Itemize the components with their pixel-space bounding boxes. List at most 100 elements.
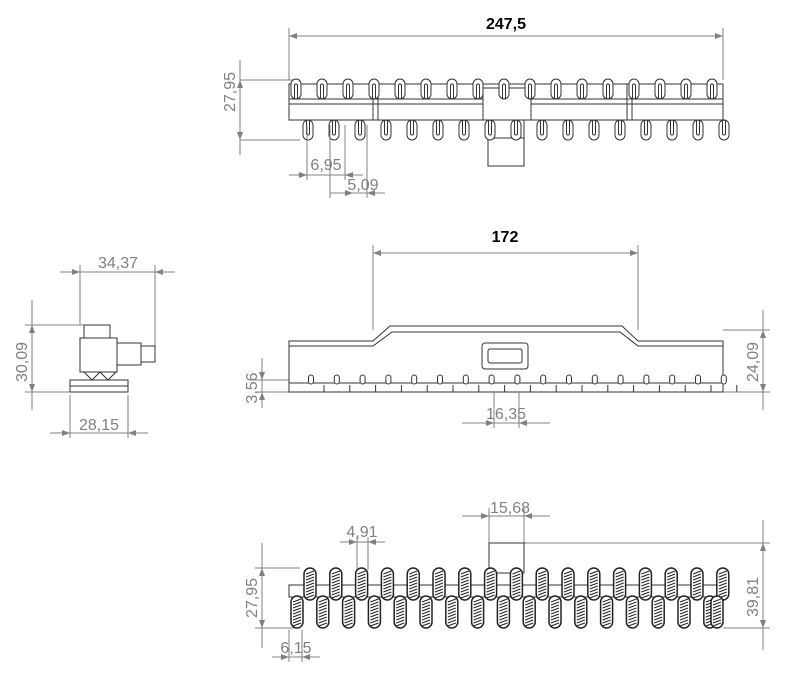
dim-offset: 6,15 (272, 630, 320, 662)
bristle-tuft (612, 567, 627, 601)
tooth (695, 374, 701, 385)
tooth (316, 78, 328, 100)
tooth (720, 374, 727, 385)
tooth (524, 78, 536, 100)
tooth (718, 119, 730, 141)
bristle-tuft (432, 567, 446, 601)
bristle-tuft (354, 567, 369, 601)
tooth (302, 119, 314, 141)
side-length-label: 172 (492, 229, 519, 246)
end-height-label: 30,09 (14, 342, 31, 382)
tooth (446, 78, 458, 100)
tooth (706, 78, 718, 100)
tooth (488, 374, 495, 385)
nozzle-width-label: 15,68 (490, 500, 530, 517)
bristle-tuft (483, 567, 498, 601)
tooth (692, 119, 704, 141)
tooth (333, 374, 340, 385)
side-height-label: 24,09 (745, 342, 762, 382)
side-teeth (308, 374, 738, 392)
tooth (368, 78, 380, 100)
overall-length-label: 247,5 (486, 16, 526, 33)
tooth (654, 78, 666, 100)
bristle-tuft (574, 595, 588, 629)
bristle-tuft (535, 567, 549, 601)
dim-end-length: 34,37 (60, 255, 175, 350)
bristle-tuft (380, 567, 395, 601)
tooth (643, 374, 650, 385)
tooth (540, 374, 547, 385)
tooth (514, 374, 521, 385)
tooth (666, 119, 678, 141)
top-teeth (290, 78, 730, 141)
tooth (614, 119, 626, 141)
dim-bristle-width: 4,91 (340, 524, 385, 570)
bristle-tuft (664, 567, 678, 601)
bristle-tuft (290, 595, 304, 629)
bristle-tuft (548, 595, 562, 629)
pitch-label: 6,95 (310, 157, 341, 174)
tooth (458, 119, 470, 141)
tooth (550, 78, 562, 100)
tooth (566, 374, 572, 385)
tooth (462, 374, 469, 385)
tooth (420, 78, 432, 100)
tooth (562, 119, 574, 141)
side-view: 172 24,09 3,56 (244, 229, 770, 428)
slot-width-label: 16,35 (486, 406, 526, 423)
tooth (669, 374, 676, 385)
dim-side-length: 172 (372, 229, 639, 330)
tooth (308, 374, 314, 385)
tooth (380, 119, 392, 141)
bottom-width-label: 27,95 (244, 578, 261, 618)
dim-nozzle-width: 15,68 (462, 500, 550, 545)
bristle-tuft (690, 567, 704, 601)
end-base-label: 28,15 (79, 417, 119, 434)
dim-pitch: 6,95 (289, 125, 363, 180)
tooth (510, 119, 522, 141)
tooth (385, 374, 392, 385)
bristle-tuft (496, 595, 511, 629)
bristle-tuft (716, 567, 730, 601)
bristle-tuft (522, 595, 536, 629)
bristle-tuft (329, 567, 343, 601)
bristle-tuft (651, 595, 665, 629)
bristle-tuft (470, 595, 485, 629)
base-height-label: 3,56 (244, 372, 261, 403)
tooth-width-label: 5,09 (347, 177, 378, 194)
dim-end-base: 28,15 (50, 395, 148, 438)
top-width-label: 27,95 (222, 72, 239, 112)
tooth (342, 78, 354, 100)
bristle-width-label: 4,91 (346, 524, 377, 541)
tooth (640, 119, 652, 141)
bottom-body (288, 584, 724, 598)
tooth (588, 119, 600, 141)
bristle-tuft (587, 567, 601, 601)
dim-bottom-width: 27,95 (244, 543, 300, 648)
end-length-label: 34,37 (98, 255, 138, 272)
tooth (359, 374, 366, 385)
bristle-tuft (341, 595, 356, 629)
dim-tooth-width: 5,09 (329, 125, 385, 198)
tooth (472, 78, 484, 100)
bottom-tufts (290, 567, 730, 629)
bristle-tuft (419, 595, 433, 629)
bristle-tuft (393, 595, 407, 629)
tooth (354, 119, 366, 141)
dim-top-width: 27,95 (222, 60, 300, 155)
dim-end-height: 30,09 (14, 300, 95, 410)
dim-overall-height: 39,81 (524, 520, 770, 650)
tooth (591, 374, 598, 385)
tooth (406, 119, 418, 141)
dim-side-height: 24,09 (723, 310, 770, 410)
dim-overall-length: 247,5 (288, 14, 724, 80)
bristle-tuft (303, 567, 317, 601)
bristle-tuft (316, 595, 330, 629)
tooth (394, 78, 406, 100)
bristle-tuft (677, 595, 691, 629)
tooth (602, 78, 614, 100)
tooth (484, 119, 496, 141)
bristle-tuft (367, 595, 382, 629)
bristle-tuft (445, 595, 459, 629)
